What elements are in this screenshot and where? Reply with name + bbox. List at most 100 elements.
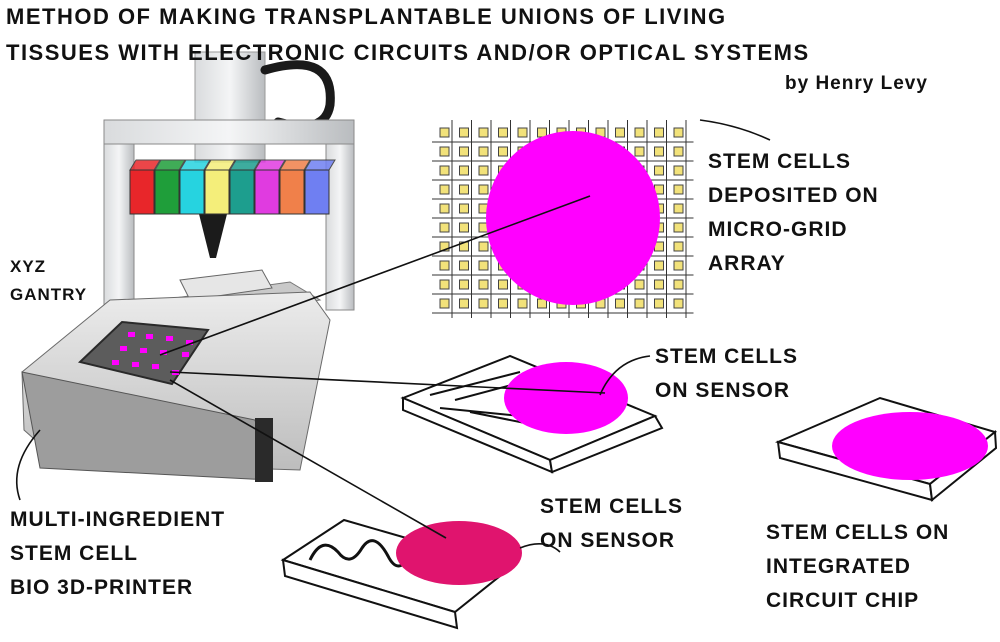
tray-stem-cell-dot <box>132 362 139 367</box>
grid-pad <box>673 184 684 195</box>
grid-pad <box>673 203 684 214</box>
grid-pad <box>673 279 684 290</box>
ink-cartridge <box>204 169 230 215</box>
grid-pad <box>439 203 450 214</box>
grid-pad <box>478 260 489 271</box>
grid-pad <box>459 279 469 290</box>
grid-pad <box>654 165 664 176</box>
grid-pad <box>459 203 469 214</box>
gantry-right-post <box>325 129 355 311</box>
ink-cartridge-top <box>204 159 236 171</box>
ink-cartridge <box>154 169 180 215</box>
grid-pad <box>459 260 469 271</box>
grid-pad <box>498 298 508 309</box>
ink-cartridges <box>129 159 336 215</box>
grid-pad <box>439 127 450 138</box>
label-micro-grid-line-4: ARRAY <box>708 252 786 275</box>
tray-stem-cell-dot <box>160 350 167 355</box>
label-gantry-line-2: GANTRY <box>10 285 88 304</box>
grid-pad <box>498 127 508 138</box>
sensor-top-stem-cells <box>504 362 628 434</box>
ink-cartridge-top <box>279 159 311 171</box>
label-chip-line-3: CIRCUIT CHIP <box>766 589 920 612</box>
grid-pad <box>439 260 450 271</box>
grid-pad <box>478 146 489 157</box>
connector-tray-to-sensor-top <box>169 371 606 394</box>
grid-pad <box>673 298 684 309</box>
pointer-sensor-bottom-label <box>519 543 561 553</box>
title-line-1: METHOD OF MAKING TRANSPLANTABLE UNIONS O… <box>6 4 727 29</box>
tray-stem-cell-dot <box>112 360 119 365</box>
gantry-top-beam <box>103 119 355 145</box>
grid-pad <box>439 184 450 195</box>
label-micro-grid-line-1: STEM CELLS <box>708 150 852 173</box>
ink-cartridge-top <box>129 159 161 171</box>
grid-pad <box>673 222 684 233</box>
tray-stem-cell-dot <box>120 346 127 351</box>
grid-pad <box>634 127 645 138</box>
pointer-sensor-top-label <box>599 355 651 396</box>
grid-pad <box>459 298 469 309</box>
grid-pad <box>673 165 684 176</box>
tray-stem-cell-dot <box>140 348 147 353</box>
grid-pad <box>478 127 489 138</box>
title-line-2: TISSUES WITH ELECTRONIC CIRCUITS AND/OR … <box>6 40 810 65</box>
sensor-top <box>400 354 664 474</box>
grid-pad <box>654 146 664 157</box>
label-chip: STEM CELLS ON INTEGRATED CIRCUIT CHIP <box>766 516 949 618</box>
label-printer-line-2: STEM CELL <box>10 542 138 565</box>
grid-pad <box>634 279 645 290</box>
tray-stem-cell-dot <box>128 332 135 337</box>
label-sensor-bottom: STEM CELLS ON SENSOR <box>540 490 683 558</box>
pointer-micro-grid-label <box>699 119 771 141</box>
ink-cartridge-top <box>179 159 211 171</box>
grid-pad <box>673 241 684 252</box>
micro-grid-stem-cells <box>486 131 660 305</box>
grid-pad <box>634 298 645 309</box>
label-gantry: XYZ GANTRY <box>10 253 87 309</box>
label-printer: MULTI-INGREDIENT STEM CELL BIO 3D-PRINTE… <box>10 503 225 605</box>
printer-base-edge <box>255 418 273 482</box>
label-printer-line-1: MULTI-INGREDIENT <box>10 508 226 531</box>
ink-cartridge-top <box>229 159 261 171</box>
grid-pad <box>478 165 489 176</box>
label-sensor-bottom-line-2: ON SENSOR <box>540 529 676 552</box>
grid-pad <box>673 146 684 157</box>
ink-cartridge <box>229 169 255 215</box>
grid-pad <box>439 165 450 176</box>
grid-pad <box>459 222 469 233</box>
grid-pad <box>439 241 450 252</box>
pointer-printer-label <box>16 429 41 501</box>
label-micro-grid: STEM CELLS DEPOSITED ON MICRO-GRID ARRAY <box>708 145 879 281</box>
ink-cartridge-top <box>254 159 286 171</box>
ink-cartridge <box>304 169 330 215</box>
grid-pad <box>459 184 469 195</box>
author-credit: by Henry Levy <box>785 73 928 94</box>
connector-tray-to-sensor-bottom <box>169 379 447 539</box>
label-sensor-bottom-line-1: STEM CELLS <box>540 495 684 518</box>
printer-cable <box>260 60 335 131</box>
connector-lines <box>16 119 771 553</box>
sensor-bottom-stem-cells <box>396 521 522 585</box>
label-gantry-line-1: XYZ <box>10 257 47 276</box>
grid-pad <box>673 260 684 271</box>
ink-cartridge <box>129 169 155 215</box>
grid-pad <box>459 165 469 176</box>
tray-stem-cell-dot <box>166 336 173 341</box>
grid-pad <box>439 298 450 309</box>
grid-pad <box>654 298 664 309</box>
gantry-left-post <box>103 127 135 319</box>
ink-cartridge <box>179 169 205 215</box>
label-sensor-top-line-1: STEM CELLS <box>655 345 799 368</box>
ink-cartridge-top <box>154 159 186 171</box>
grid-pad <box>654 127 664 138</box>
grid-pad <box>654 260 664 271</box>
printhead-nozzle <box>198 210 228 258</box>
label-chip-line-2: INTEGRATED <box>766 555 911 578</box>
ic-chip-stem-cells <box>832 412 988 480</box>
grid-pad <box>615 298 625 309</box>
tray-stem-cell-dot <box>152 364 159 369</box>
tray-stem-cell-dot <box>182 352 189 357</box>
